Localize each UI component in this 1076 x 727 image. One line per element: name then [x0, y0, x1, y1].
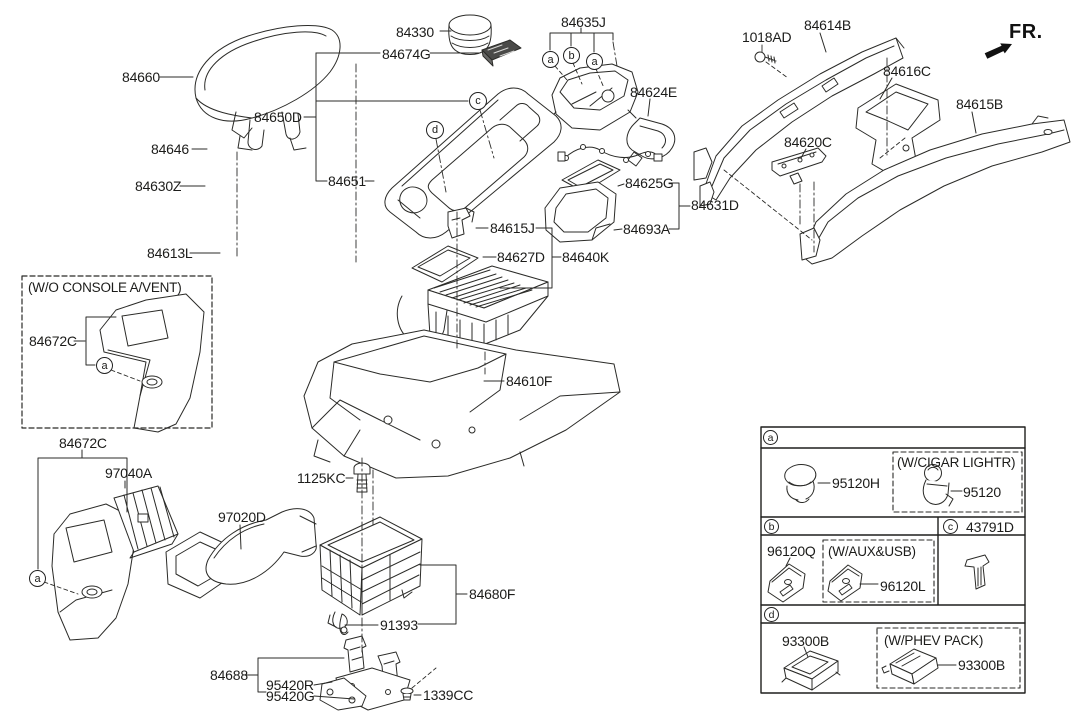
callout-a[interactable]: a — [586, 53, 603, 70]
part-label-84625G[interactable]: 84625G — [625, 175, 674, 191]
legend-label-95120[interactable]: 95120 — [963, 484, 1001, 500]
bracket-84620C-art — [771, 147, 827, 185]
part-label-91393[interactable]: 91393 — [380, 617, 418, 633]
part-label-95420R[interactable]: 95420R — [266, 677, 314, 693]
legend-note-aux: (W/AUX&USB) — [828, 544, 916, 559]
part-label-84624E[interactable]: 84624E — [630, 84, 678, 100]
tray-84693A-art — [544, 181, 617, 243]
side-cover-84672C-art — [51, 503, 135, 641]
legend-row-d-key[interactable]: d — [764, 607, 779, 622]
part-label-84620C[interactable]: 84620C — [784, 134, 832, 150]
bracket-84615J-art — [447, 207, 475, 239]
armrest-art — [194, 24, 341, 151]
part-label-84672C-novent[interactable]: 84672C — [29, 333, 77, 349]
panel-84615B-art — [799, 115, 1071, 265]
part-label-84627D[interactable]: 84627D — [497, 249, 545, 265]
part-label-84614B[interactable]: 84614B — [804, 17, 852, 33]
part-label-97040A[interactable]: 97040A — [105, 465, 153, 481]
aux-switch-96120L-icon — [827, 564, 879, 602]
screw-1018AD-art — [754, 51, 777, 64]
storage-box-84680F-art — [319, 516, 423, 636]
part-label-84631D[interactable]: 84631D — [691, 197, 739, 213]
part-label-84680F[interactable]: 84680F — [469, 586, 516, 602]
aux-switch-96120Q-icon — [767, 557, 806, 603]
part-label-84610F[interactable]: 84610F — [506, 373, 553, 389]
callout-a[interactable]: a — [542, 51, 559, 68]
part-label-84651[interactable]: 84651 — [328, 173, 366, 189]
clip-1339CC-art — [400, 687, 414, 701]
console-bracket-84624E-art — [626, 117, 676, 167]
legend-row-b-key[interactable]: b — [764, 519, 779, 534]
part-label-97020D[interactable]: 97020D — [218, 509, 266, 525]
part-label-1339CC[interactable]: 1339CC — [423, 687, 474, 703]
wo-console-note: (W/O CONSOLE A/VENT) — [28, 280, 182, 295]
module-93300B-phev-icon — [881, 648, 957, 685]
part-label-84613L[interactable]: 84613L — [147, 245, 193, 261]
callout-d[interactable]: d — [426, 121, 444, 139]
legend-row-c-key[interactable]: c — [943, 519, 958, 534]
part-label-84688[interactable]: 84688 — [210, 667, 248, 683]
knob-95120H-icon — [784, 464, 831, 503]
legend-label-95120H[interactable]: 95120H — [832, 475, 880, 491]
wiring-harness-art — [557, 144, 663, 163]
part-label-84330[interactable]: 84330 — [396, 24, 434, 40]
cigar-lighter-95120-icon — [922, 464, 963, 507]
legend-note-phev: (W/PHEV PACK) — [884, 633, 984, 648]
callout-a[interactable]: a — [96, 357, 113, 374]
side-cover-wo-vent-art — [99, 293, 205, 433]
console-body-84610F-art — [303, 329, 621, 479]
legend-label-96120L[interactable]: 96120L — [880, 578, 926, 594]
knob-art — [448, 14, 492, 55]
part-label-84616C[interactable]: 84616C — [883, 63, 931, 79]
aux-option-box — [822, 539, 935, 603]
duct-97020D-art — [165, 508, 317, 599]
legend-table-borders — [760, 426, 1026, 694]
callout-c[interactable]: c — [469, 92, 487, 110]
vent-97040A-art — [113, 485, 179, 559]
part-label-84630Z[interactable]: 84630Z — [135, 178, 182, 194]
legend-label-93300B-phev[interactable]: 93300B — [958, 657, 1006, 673]
part-label-84672C[interactable]: 84672C — [59, 435, 107, 451]
part-label-84674G[interactable]: 84674G — [382, 46, 431, 62]
cigar-option-box — [892, 451, 1023, 513]
clip-43791D-icon — [964, 554, 990, 590]
part-label-84615J[interactable]: 84615J — [490, 220, 535, 236]
part-label-84646[interactable]: 84646 — [151, 141, 189, 157]
legend-row-a-key[interactable]: a — [763, 430, 778, 445]
part-label-84635J[interactable]: 84635J — [561, 14, 606, 30]
console-cover-84651-art — [384, 87, 562, 239]
panel-84614B-art — [693, 37, 905, 207]
part-label-84650D[interactable]: 84650D — [254, 109, 302, 125]
upper-housing-art — [547, 63, 639, 131]
part-label-84640K[interactable]: 84640K — [562, 249, 610, 265]
bracket-assy-84688-art — [319, 635, 411, 711]
wo-console-box — [21, 275, 213, 429]
legend-label-93300B[interactable]: 93300B — [782, 633, 830, 649]
part-label-1125KC[interactable]: 1125KC — [297, 470, 346, 486]
phev-option-box — [876, 627, 1021, 689]
part-label-84615B[interactable]: 84615B — [956, 96, 1004, 112]
legend-label-96120Q[interactable]: 96120Q — [767, 543, 816, 559]
fr-direction-label: FR. — [1009, 21, 1043, 43]
part-label-84693A[interactable]: 84693A — [623, 221, 671, 237]
legend-label-43791D[interactable]: 43791D — [966, 519, 1014, 535]
fr-arrow-icon — [984, 43, 1012, 59]
part-label-95420G[interactable]: 95420G — [266, 688, 315, 704]
part-label-1018AD[interactable]: 1018AD — [742, 29, 792, 45]
module-93300B-icon — [781, 646, 841, 691]
pad-art — [481, 39, 522, 67]
callout-b[interactable]: b — [563, 47, 580, 64]
legend-note-cigar: (W/CIGAR LIGHTR) — [897, 455, 1016, 470]
part-label-84660[interactable]: 84660 — [122, 69, 160, 85]
callout-a[interactable]: a — [29, 570, 46, 587]
mat-84627D-art — [411, 245, 479, 283]
